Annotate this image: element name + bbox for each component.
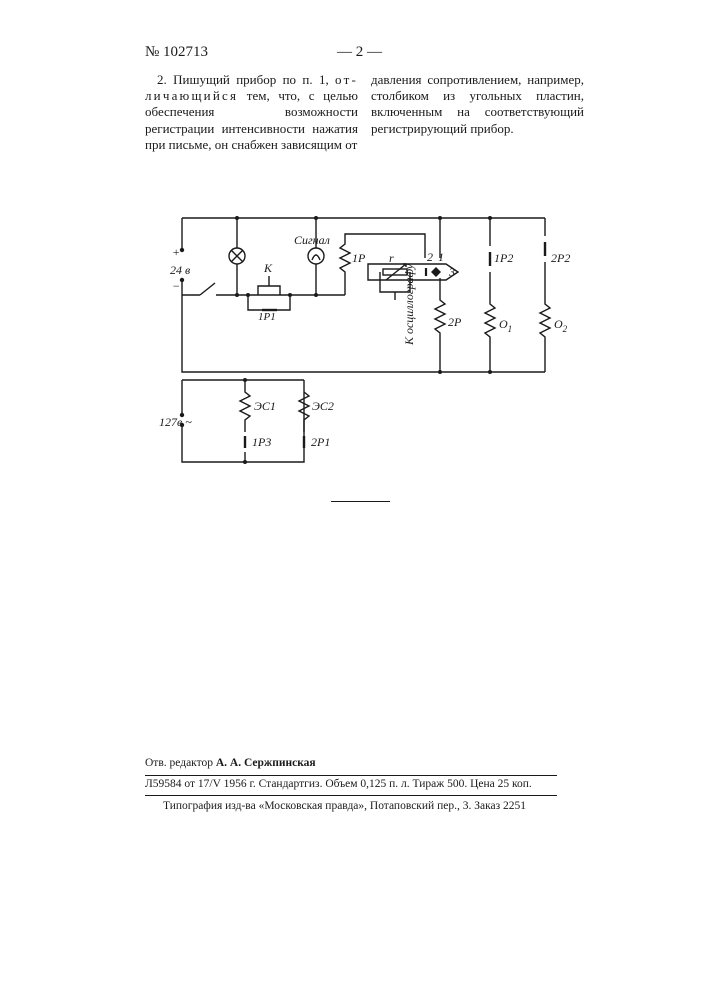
- label-o1: О1: [499, 317, 512, 334]
- label-contact-3: 3: [448, 265, 455, 279]
- editor-name: А. А. Сержпинская: [216, 757, 316, 769]
- main-switch: [200, 283, 215, 295]
- coil-3c1: [240, 380, 250, 432]
- editor-label: Отв. редактор: [145, 757, 213, 769]
- label-oscillograph: К осциллографу: [402, 263, 416, 346]
- label-plus: +: [172, 245, 180, 259]
- terminal-plus-icon: [180, 248, 184, 252]
- label-2p2: 2Р2: [551, 251, 570, 265]
- key-k-switch: [258, 286, 280, 295]
- label-127v: 127в ~: [159, 415, 192, 429]
- printer-line: Типография изд-ва «Московская правда», П…: [163, 800, 526, 812]
- footer-rule-bottom: [145, 795, 557, 796]
- label-r: r: [389, 251, 394, 265]
- label-contact-2: 2: [427, 250, 433, 264]
- label-1p2: 1Р2: [494, 251, 513, 265]
- label-2p1: 2Р1: [311, 435, 330, 449]
- label-key-k: К: [263, 261, 273, 275]
- signal-lamp-icon: [308, 248, 324, 264]
- terminal-minus-icon: [180, 278, 184, 282]
- editor-line: Отв. редактор А. А. Сержпинская: [145, 757, 316, 769]
- label-1p: 1Р: [352, 251, 366, 265]
- label-o2: О2: [554, 317, 568, 334]
- label-3c1: ЭС1: [254, 399, 276, 413]
- label-24v: 24 в: [170, 263, 190, 277]
- end-divider: [331, 501, 390, 502]
- contact-point-1: [432, 268, 440, 276]
- relay-o1-coil: [485, 272, 495, 372]
- ac-loop-wire: [182, 380, 304, 462]
- label-signal: Сигнал: [294, 233, 330, 247]
- label-contact-1: 1: [438, 250, 444, 264]
- label-1p3: 1Р3: [252, 435, 271, 449]
- relay-o2-coil: [540, 262, 550, 372]
- label-3c2: ЭС2: [312, 399, 334, 413]
- label-2p: 2Р: [448, 315, 462, 329]
- label-minus: −: [172, 279, 180, 293]
- imprint-line: Л59584 от 17/V 1956 г. Стандартгиз. Объе…: [145, 778, 532, 790]
- footer-rule-top: [145, 775, 557, 776]
- relay-2p-coil: [435, 278, 445, 372]
- label-1p1: 1Р1: [258, 311, 276, 323]
